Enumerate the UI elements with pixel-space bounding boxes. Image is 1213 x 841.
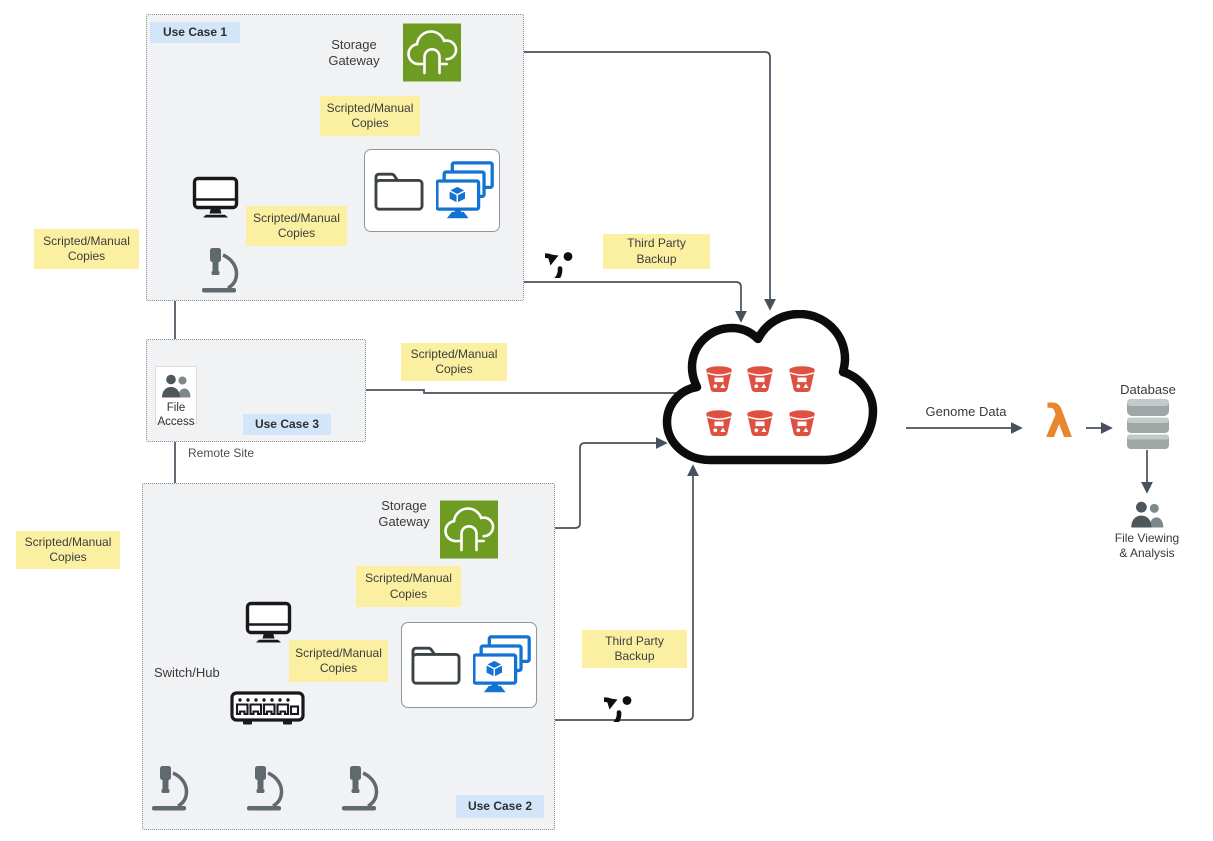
database-label: Database [1120, 382, 1176, 397]
database-icon [1125, 397, 1171, 451]
sync-icon-bottom [604, 678, 648, 722]
file-viewing-people-icon [1130, 501, 1164, 528]
microscope-icon-uc2-right [338, 765, 382, 812]
storage-gateway-uc1-label: Storage Gateway [328, 37, 380, 69]
annotation-scripted-manual-copies-cloud: Scripted/Manual Copies [401, 343, 507, 381]
fileshare-box-uc2 [401, 622, 537, 708]
use-case-2-label: Use Case 2 [456, 795, 544, 818]
switch-hub-label: Switch/Hub [154, 665, 220, 680]
annotation-scripted-manual-copies-uc2-top: Scripted/Manual Copies [356, 566, 461, 607]
microscope-icon-uc2-left [148, 765, 192, 812]
annotation-third-party-backup-bottom: Third Party Backup [582, 630, 687, 668]
file-viewing-analysis-label: File Viewing & Analysis [1114, 531, 1180, 560]
switch-icon [230, 691, 305, 727]
people-icon [161, 374, 191, 398]
microscope-icon-uc1 [198, 247, 242, 294]
file-access-node: File Access [155, 366, 197, 428]
annotation-third-party-backup-top: Third Party Backup [603, 234, 710, 269]
lambda-icon: λ [1044, 395, 1074, 448]
monitor-icon-uc1 [192, 176, 239, 220]
vm-screens-icon [435, 159, 494, 223]
annotation-scripted-manual-copies-uc1-mid: Scripted/Manual Copies [246, 206, 347, 246]
storage-gateway-icon-uc1 [403, 23, 461, 82]
storage-gateway-icon-uc2 [440, 500, 498, 559]
vm-screens-icon [472, 633, 531, 697]
annotation-scripted-manual-copies-left-upper: Scripted/Manual Copies [34, 229, 139, 269]
s3-cloud [652, 310, 882, 466]
folder-icon [408, 641, 464, 689]
microscope-icon-uc2-mid [243, 765, 287, 812]
annotation-scripted-manual-copies-left-lower: Scripted/Manual Copies [16, 531, 120, 569]
genome-data-label: Genome Data [925, 404, 1007, 419]
sync-icon-top [545, 234, 589, 278]
storage-gateway-uc2-label: Storage Gateway [378, 498, 430, 530]
use-case-3-label: Use Case 3 [243, 414, 331, 435]
remote-site-label: Remote Site [188, 446, 255, 460]
use-case-1-label: Use Case 1 [150, 22, 240, 43]
fileshare-box-uc1 [364, 149, 500, 232]
monitor-icon-uc2 [245, 601, 292, 645]
file-access-label: File Access [157, 402, 195, 428]
annotation-scripted-manual-copies-uc2-mid: Scripted/Manual Copies [289, 640, 388, 682]
annotation-scripted-manual-copies-uc1-top: Scripted/Manual Copies [320, 96, 420, 136]
folder-icon [371, 167, 427, 215]
